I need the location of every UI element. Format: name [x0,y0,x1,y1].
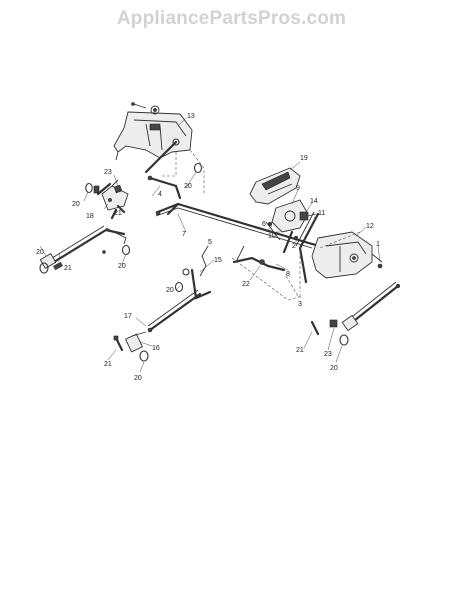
callout-13: 13 [187,113,195,120]
callout-20-upper-left: 20 [72,201,80,208]
callout-21-lower-left: 21 [104,361,112,368]
callout-20-upper-mid: 20 [184,183,192,190]
callout-labels: 13 19 23 4 20 20 18 21 9 14 11 6 10 2 12… [36,113,380,382]
callout-8: 8 [286,271,290,278]
leader-lines [39,117,381,373]
part-16-clevis [125,331,147,353]
part-19-sector [249,167,301,205]
callout-20-mid: 20 [166,287,174,294]
callout-6: 6 [262,221,266,228]
callout-20-left: 20 [36,249,44,256]
part-21-pin-d [110,208,118,220]
callout-9: 9 [296,185,300,192]
part-5-spring [199,245,209,277]
callout-20-lower-left: 20 [134,375,142,382]
part-12-bracket [311,231,383,279]
part-9-plate [271,199,309,233]
callout-17: 17 [124,313,132,320]
part-21-pin-b [113,335,124,352]
ring-20f [139,350,149,362]
callout-21-lower-right: 21 [296,347,304,354]
callout-12: 12 [366,223,374,230]
part-right-rod [329,281,401,332]
part-13-bracket [113,102,193,161]
part-left-rod [39,225,127,271]
callout-4: 4 [158,191,162,198]
part-17-rod [147,289,202,333]
part-15-arm [182,268,212,300]
ring-20e [174,281,184,293]
ring-20g [339,334,349,346]
part-6-screw [267,221,273,227]
callout-14: 14 [310,198,318,205]
part-23-pin-upper [93,182,112,196]
callout-10: 10 [268,233,276,240]
callout-21-upper: 21 [114,210,122,217]
callout-22: 22 [242,281,250,288]
part-21-pin-c [310,320,320,336]
callout-18: 18 [86,213,94,220]
ring-20c [39,262,49,274]
ring-20b [193,162,203,174]
dashed-leader-12 [319,231,361,249]
callout-5: 5 [208,239,212,246]
callout-16: 16 [152,345,160,352]
ring-20a [85,182,93,194]
callout-21-left: 21 [64,265,72,272]
callout-19: 19 [300,155,308,162]
callout-1: 1 [376,241,380,248]
part-2-screw [293,235,299,241]
ring-20d [121,244,131,256]
callout-15: 15 [214,257,222,264]
callout-2: 2 [292,243,296,250]
callout-23-lower: 23 [324,351,332,358]
callout-23-upper: 23 [104,169,112,176]
callout-20-lower-right: 20 [330,365,338,372]
callout-11: 11 [318,210,325,217]
callout-7: 7 [182,231,186,238]
callout-20-left-mid: 20 [118,263,126,270]
part-4-arm [144,138,182,200]
dashed-leader-3 [231,257,303,301]
callout-3: 3 [298,301,302,308]
part-22-linkage [232,245,286,272]
watermark-text: AppliancePartsPros.com [116,8,347,29]
part-18-clevis [101,179,129,211]
